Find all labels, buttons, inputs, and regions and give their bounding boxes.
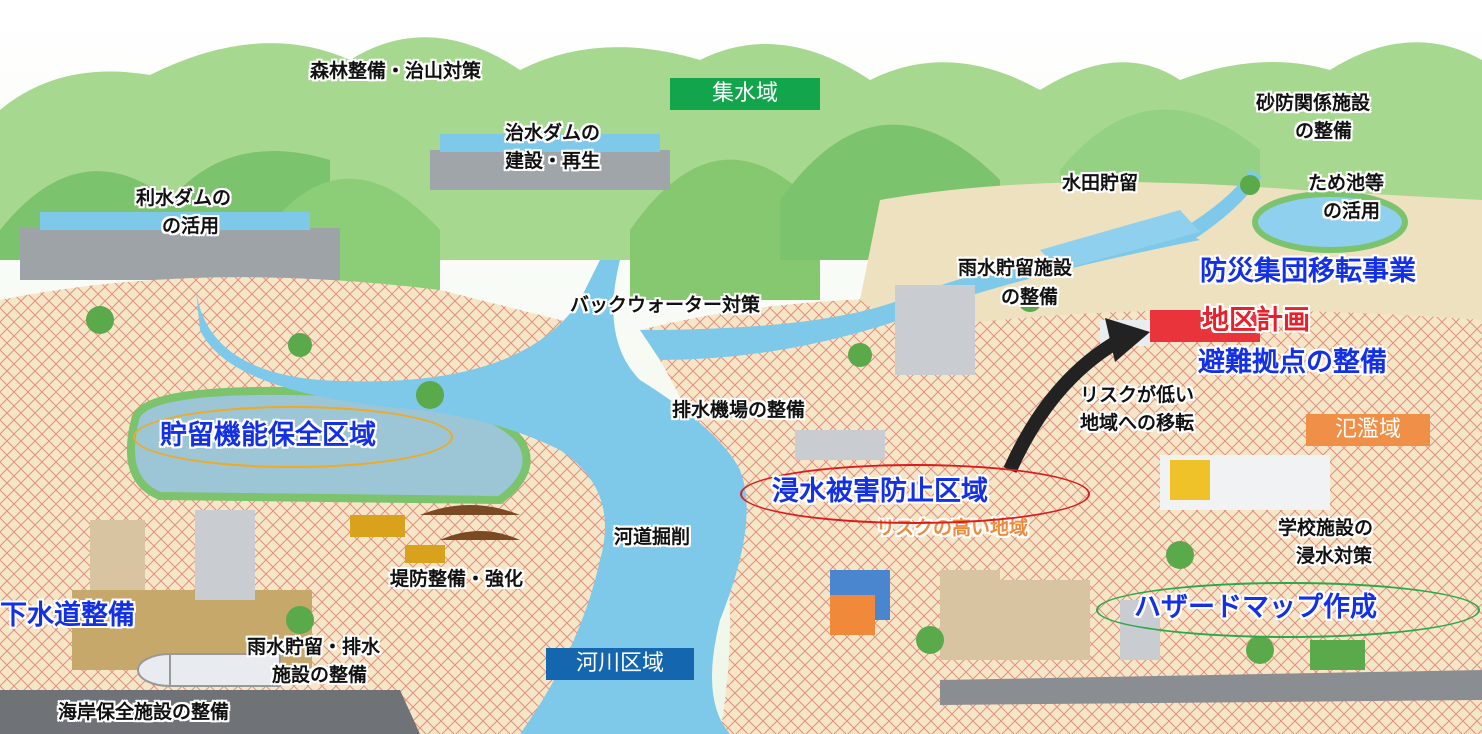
flood-prevention-label: 浸水被害防止区域	[772, 476, 988, 507]
pond-label-1: ため池等	[1308, 172, 1385, 194]
sewer-label: 下水道整備	[0, 600, 135, 631]
water-dam-label-2: の活用	[162, 213, 219, 239]
river	[195, 260, 747, 734]
district-plan-text: 地区計画	[1202, 305, 1310, 336]
coast-wall	[0, 690, 420, 734]
zone-river-label: 河川区域	[546, 648, 694, 680]
coast-label: 海岸保全施設の整備	[58, 701, 230, 723]
building	[940, 570, 1000, 660]
sabo-label-1: 砂防関係施設	[1256, 92, 1371, 114]
building	[195, 510, 255, 600]
rain-storage-label-2: の整備	[1001, 286, 1059, 308]
forest-label: 森林整備・治山対策	[310, 60, 482, 82]
flood-prevention-outline	[740, 464, 1090, 524]
sabo-label-2: の整備	[1295, 120, 1353, 142]
flood-dam-label-1: 治水ダムの	[505, 122, 601, 144]
rain-drain-label-1: 雨水貯留・排水	[247, 636, 381, 658]
retention-area-outline	[133, 406, 453, 468]
school-label-2: 浸水対策	[1296, 545, 1373, 567]
backwater-label: バックウォーター対策	[570, 294, 761, 316]
relocation-label-1: リスクが低い	[1080, 384, 1195, 406]
pump-label: 排水機場の整備	[672, 399, 806, 421]
relocation-arrow	[1003, 333, 1124, 473]
shelter-roof	[1150, 310, 1260, 342]
flood-dam	[430, 150, 670, 190]
building	[90, 520, 145, 590]
water-dam-suffix: 活用	[181, 215, 220, 237]
paddy-label: 水田貯留	[1062, 172, 1139, 194]
water-dam-prefix: の	[162, 215, 182, 237]
zone-flood-label: 氾濫域	[1306, 414, 1430, 446]
building	[1000, 580, 1090, 660]
dredging-label: 河道掘削	[614, 526, 691, 548]
shelter-label: 避難拠点の整備	[1198, 347, 1387, 378]
rain-storage-label-1: 雨水貯留施設	[958, 257, 1073, 279]
pump-station	[795, 430, 885, 460]
school-label-1: 学校施設の	[1278, 517, 1374, 539]
levee-label: 堤防整備・強化	[390, 568, 524, 590]
hazard-map-outline	[1096, 582, 1480, 638]
paddy-field	[1040, 210, 1200, 270]
hazard-map-label: ハザードマップ作成	[1134, 592, 1377, 623]
district-plan-label: 地区計画	[1202, 303, 1310, 339]
rain-drain-label-2: 施設の整備	[272, 664, 368, 686]
flood-dam-label-2: 建設・再生	[505, 150, 601, 172]
retention-area-label: 貯留機能保全区域	[160, 420, 376, 451]
pond-label-2: の活用	[1323, 200, 1381, 222]
reservoir-pond	[1252, 191, 1408, 253]
relocation-project-label: 防災集団移転事業	[1200, 256, 1416, 287]
water-dam-label-1: 利水ダムの	[136, 187, 232, 209]
trees	[86, 175, 1274, 664]
zone-catchment-label: 集水域	[670, 78, 820, 110]
relocation-label-2: 地域への移転	[1080, 412, 1195, 434]
storage-building	[895, 285, 975, 375]
water-dam	[20, 228, 340, 280]
